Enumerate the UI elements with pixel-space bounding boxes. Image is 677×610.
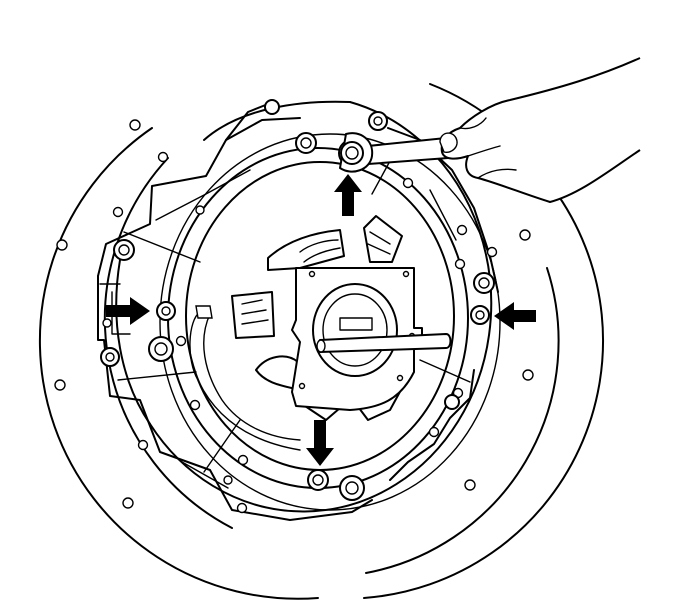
hole [102,318,112,328]
hole [157,151,169,163]
arrow-icon-up [334,174,362,216]
bolt [307,469,329,491]
finger-left [231,291,275,339]
arrow-icon-right [106,297,150,325]
bolt [473,272,495,294]
hole [464,479,476,491]
finger-upper-left [267,229,345,271]
hand-finger-lines [441,117,517,179]
clutch-disc-area [189,215,403,451]
cover-profile-upper [97,117,301,277]
hole [454,258,466,270]
housing-outer-arc-left [38,127,319,600]
hole [237,454,249,466]
bolt [295,132,317,154]
hole [195,205,205,215]
hole [54,379,66,391]
shaft-end [316,339,326,353]
hole [428,426,440,438]
housing-outer-arc-right [363,187,604,599]
hand-outline [440,57,641,203]
finger-upper-left-lines [299,239,341,263]
hole [223,475,233,485]
hole [175,335,187,347]
cover-profile-right [387,127,499,293]
finger-upper-right-lines [367,231,391,255]
housing-inner-arc-right [365,267,560,574]
hole [456,224,468,236]
cover-ribs [155,169,457,489]
hole [486,246,498,258]
hole [236,502,248,514]
cover-lug-top [225,103,269,141]
spring-slot-outer [189,311,301,451]
hole [189,399,201,411]
bolt [113,239,135,261]
bolt [156,301,176,321]
flywheel-outer-edge [149,101,493,513]
hole [112,206,124,218]
drive-straps [117,149,471,473]
bolt [470,305,490,325]
flywheel-housing [38,83,604,600]
flywheel-left-edge [115,259,151,425]
plate-rivet [298,382,306,390]
hand-thumbnail [439,132,458,153]
cover-profile-left [97,275,373,521]
hole [56,239,68,251]
hole [122,497,134,509]
tool-hub-flat [339,317,373,331]
alignment-shaft [319,333,452,353]
alignment-tool [291,267,452,411]
finger-lower-right [355,387,403,421]
spring-slot-inner [203,313,301,441]
wrench-socket-inner [345,146,359,160]
flywheel-bolt-circle [159,133,501,511]
arrow-icon-left [494,302,536,330]
hole [137,439,149,451]
bolt [148,336,174,362]
wrench-icon [339,132,449,173]
plate-rivet [402,270,410,278]
hole [402,177,414,189]
plate-rivet [396,374,404,382]
arrow-icon-down [306,420,334,466]
finger-left-lines [241,299,269,325]
hand-icon [439,57,641,203]
direction-arrows [106,174,536,466]
bolt [339,475,365,501]
spring-slot-cap [195,305,213,319]
bolt [368,111,388,131]
bolt [264,99,280,115]
bolt [444,394,460,410]
bolt [100,347,120,367]
hole [522,369,534,381]
plate-rivet [308,270,316,278]
hole [129,119,141,131]
cover-profile-lower-right [389,369,475,481]
hole [519,229,531,241]
